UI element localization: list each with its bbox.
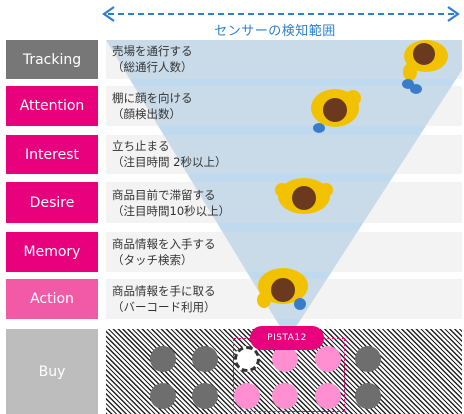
product-dot-pink bbox=[315, 346, 341, 372]
sensor-range-arrow bbox=[102, 6, 460, 22]
shopper-icon bbox=[402, 40, 448, 94]
product-dot-taken bbox=[234, 346, 260, 372]
stage-desc-line1: 棚に顔を向ける bbox=[112, 91, 193, 105]
stage-desc-interest: 立ち止まる （注目時間 2秒以上） bbox=[112, 138, 226, 170]
shopper-icon bbox=[311, 89, 361, 133]
sensor-range-label: センサーの検知範囲 bbox=[214, 24, 336, 39]
stage-desc-line2: （バーコード利用） bbox=[112, 300, 216, 314]
product-dot-pink bbox=[272, 346, 298, 372]
pista-device-label: PISTA12 bbox=[250, 326, 324, 350]
stage-desc-line1: 立ち止まる bbox=[112, 139, 170, 153]
stage-row-memory bbox=[106, 232, 462, 272]
stage-desc-tracking: 売場を通行する （総通行人数） bbox=[112, 43, 193, 75]
stage-desc-line2: （総通行人数） bbox=[112, 60, 193, 74]
product-dot-pink bbox=[234, 383, 260, 409]
product-dot-gray bbox=[355, 383, 381, 409]
stage-label-interest: Interest bbox=[6, 135, 98, 174]
stage-desc-line2: （顔検出数） bbox=[112, 107, 181, 121]
stage-desc-memory: 商品情報を入手する （タッチ検索） bbox=[112, 236, 216, 268]
shopper-icon bbox=[275, 178, 333, 214]
stage-row-interest bbox=[106, 135, 462, 174]
stage-desc-action: 商品情報を手に取る （バーコード利用） bbox=[112, 283, 216, 315]
product-dot-gray bbox=[192, 383, 218, 409]
stage-desc-line1: 商品目前で滞留する bbox=[112, 188, 216, 202]
product-dot-pink bbox=[272, 383, 298, 409]
stage-label-desire: Desire bbox=[6, 182, 98, 223]
product-dot-gray bbox=[150, 383, 176, 409]
stage-row-attention bbox=[106, 86, 462, 126]
stage-label-buy: Buy bbox=[6, 329, 98, 414]
stage-desc-line2: （注目時間10秒以上） bbox=[112, 204, 231, 218]
product-dot-pink bbox=[315, 383, 341, 409]
stage-desc-attention: 棚に顔を向ける （顔検出数） bbox=[112, 90, 193, 122]
stage-desc-line1: 売場を通行する bbox=[112, 44, 193, 58]
stage-desc-line1: 商品情報を手に取る bbox=[112, 284, 216, 298]
product-dot-gray bbox=[150, 346, 176, 372]
stage-label-action: Action bbox=[6, 279, 98, 319]
stage-label-tracking: Tracking bbox=[6, 40, 98, 79]
stage-desc-line2: （注目時間 2秒以上） bbox=[112, 155, 227, 169]
product-dot-gray bbox=[192, 346, 218, 372]
stage-desc-line2: （タッチ検索） bbox=[112, 253, 193, 267]
shopper-icon bbox=[257, 268, 308, 310]
product-dot-gray bbox=[355, 346, 381, 372]
stage-label-memory: Memory bbox=[6, 232, 98, 272]
stage-desc-desire: 商品目前で滞留する （注目時間10秒以上） bbox=[112, 187, 230, 219]
stage-row-tracking bbox=[106, 40, 462, 79]
stage-label-attention: Attention bbox=[6, 86, 98, 126]
stage-desc-line1: 商品情報を入手する bbox=[112, 237, 216, 251]
